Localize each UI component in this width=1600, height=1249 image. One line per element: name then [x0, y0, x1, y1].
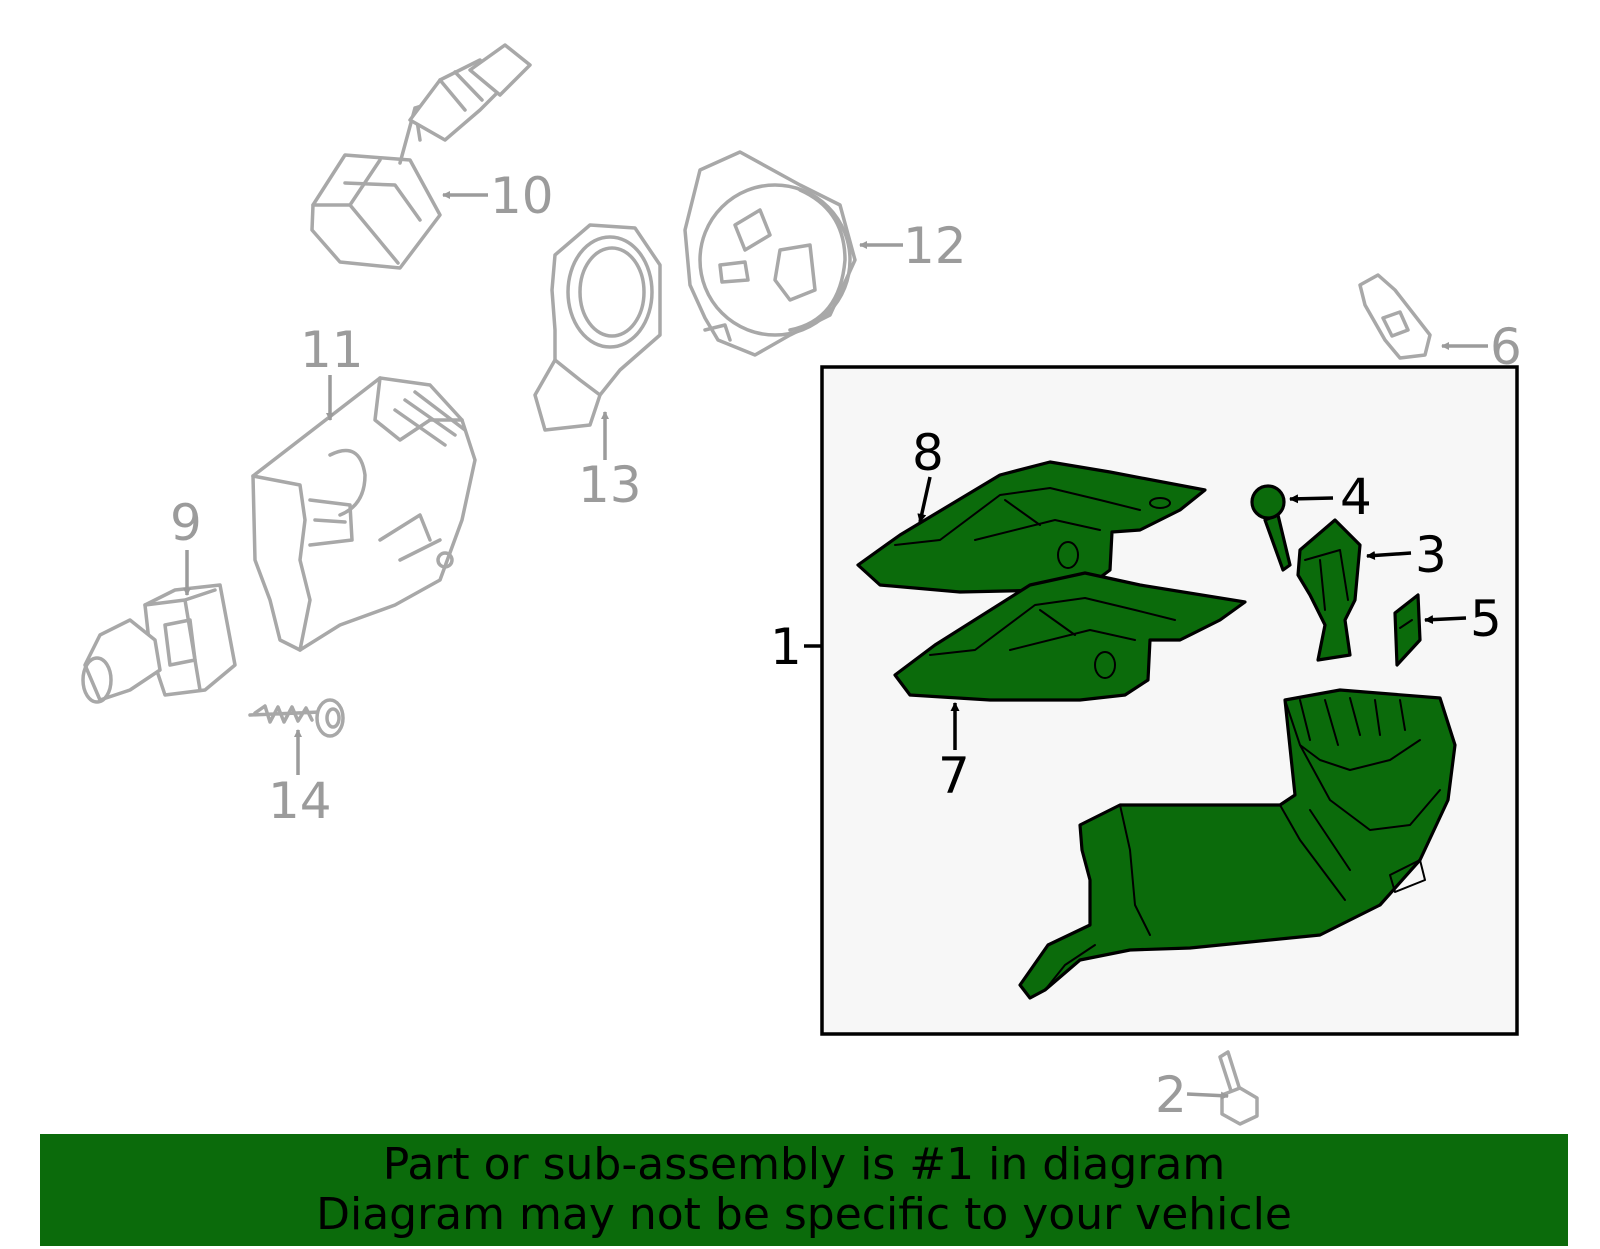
notice-line-2: Diagram may not be specific to your vehi…: [316, 1189, 1292, 1240]
part-9-switch[interactable]: [81, 583, 237, 704]
part-8-upper-cover[interactable]: [856, 460, 1207, 594]
leader-5: [1424, 615, 1467, 625]
part-3-clip[interactable]: [1296, 518, 1362, 662]
callout-7: 7: [938, 747, 970, 805]
callout-10: 10: [490, 167, 554, 225]
callout-1: 1: [770, 618, 802, 676]
part-4-screw[interactable]: [1250, 484, 1292, 572]
notice-line-1: Part or sub-assembly is #1 in diagram: [382, 1139, 1226, 1190]
part-14-screw[interactable]: [248, 698, 345, 738]
part-2-bolt[interactable]: [1218, 1050, 1259, 1126]
notice-banner: Part or sub-assembly is #1 in diagram Di…: [40, 1134, 1568, 1246]
part-7-lower-cover[interactable]: [893, 571, 1247, 702]
callout-5: 5: [1470, 590, 1502, 648]
part-12-clock-spring[interactable]: [683, 150, 857, 357]
callout-6: 6: [1490, 318, 1522, 376]
callout-11: 11: [300, 321, 364, 379]
part-lower-column-shroud[interactable]: [1018, 688, 1457, 1000]
callout-9: 9: [170, 494, 202, 552]
callout-4: 4: [1340, 468, 1372, 526]
callout-2: 2: [1155, 1066, 1187, 1124]
callout-3: 3: [1415, 526, 1447, 584]
callout-13: 13: [578, 456, 642, 514]
callout-8: 8: [912, 424, 944, 482]
callout-14: 14: [268, 772, 332, 830]
leader-2: [1186, 1091, 1229, 1100]
part-10-switch[interactable]: [310, 43, 532, 270]
part-11-column-housing[interactable]: [251, 376, 477, 652]
leader-4: [1289, 494, 1334, 504]
leader-3: [1366, 550, 1412, 560]
callout-12: 12: [903, 217, 967, 275]
part-5-tab[interactable]: [1393, 593, 1422, 667]
part-13-ring-cover[interactable]: [533, 223, 662, 432]
leader-8: [917, 476, 932, 523]
part-6-bulb[interactable]: [1358, 273, 1432, 360]
